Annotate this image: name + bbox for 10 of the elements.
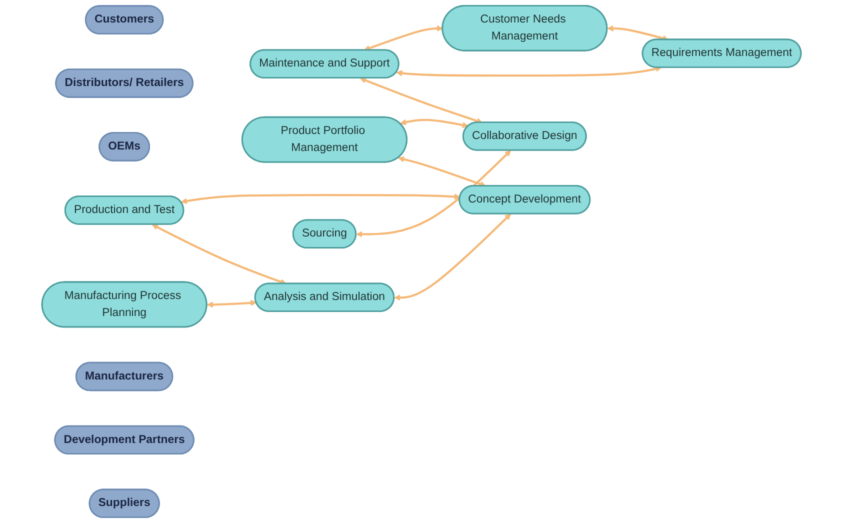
- arrow: [396, 66, 662, 77]
- arrow: [356, 150, 512, 238]
- arrow: [180, 194, 460, 204]
- arrow: [364, 25, 444, 52]
- arrow: [360, 77, 483, 124]
- arrow: [394, 214, 512, 301]
- arrow: [400, 118, 468, 128]
- arrow: [206, 300, 257, 308]
- arrow: [152, 224, 286, 285]
- arrow: [398, 156, 486, 188]
